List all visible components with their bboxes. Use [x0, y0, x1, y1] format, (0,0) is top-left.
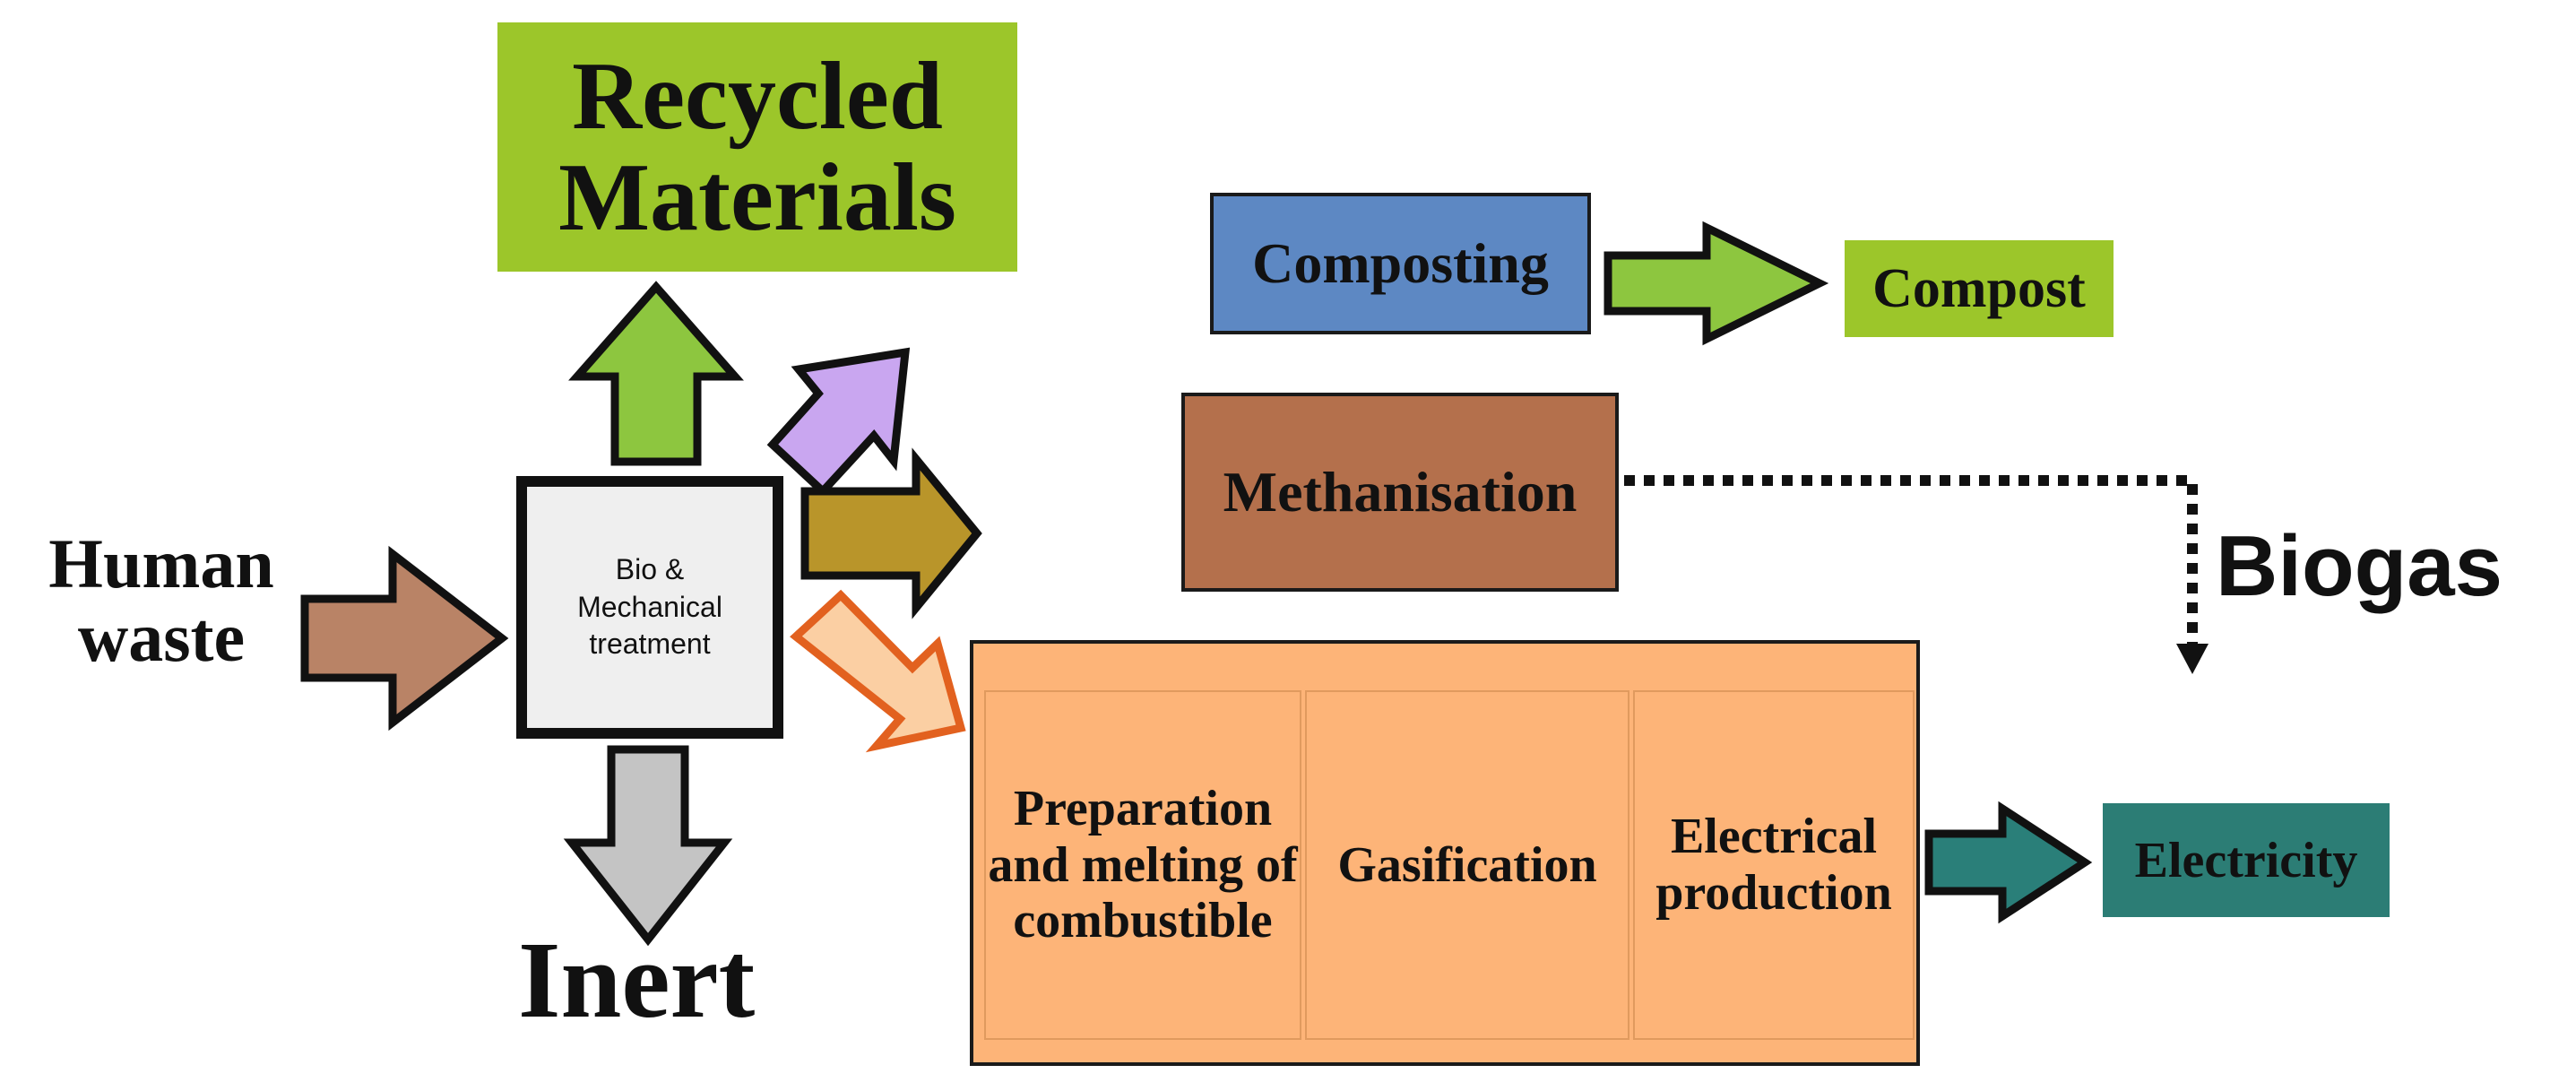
stage-label: Gasification — [1337, 836, 1597, 893]
treatment-label-line-2: Mechanical — [577, 590, 722, 623]
treatment-label-line-3: treatment — [589, 628, 711, 661]
stage-gasification: Gasification — [1305, 690, 1629, 1040]
biogas-label: Biogas — [2216, 518, 2503, 614]
arrow-composting-to-compost — [1604, 221, 1829, 346]
treatment-box: Bio & Mechanical treatment — [516, 476, 783, 739]
methanisation-label: Methanisation — [1223, 460, 1578, 524]
arrow-to-inert — [563, 745, 733, 947]
methanisation-box: Methanisation — [1181, 393, 1619, 592]
arrow-to-recycled — [568, 281, 744, 466]
arrow-process-to-electricity — [1924, 801, 2093, 924]
arrow-to-methanisation — [800, 447, 982, 619]
arrow-waste-to-treatment — [300, 545, 509, 732]
composting-box: Composting — [1210, 193, 1591, 334]
compost-label: Compost — [1872, 257, 2086, 319]
recycled-materials-box: Recycled Materials — [497, 22, 1017, 272]
biogas-dotted-connector — [1624, 475, 2198, 645]
electricity-box: Electricity — [2103, 803, 2390, 917]
stage-electrical-production: Electrical production — [1633, 690, 1915, 1040]
recycled-materials-label: Recycled Materials — [558, 42, 956, 251]
arrow-to-process-panel — [790, 589, 966, 753]
human-waste-label: Human waste — [27, 527, 296, 674]
arrow-to-composting — [766, 347, 911, 498]
electricity-label: Electricity — [2134, 832, 2358, 888]
stage-label: Preparation and melting of combustible — [988, 780, 1298, 949]
treatment-label-line-1: Bio & — [615, 553, 685, 586]
stage-label: Electrical production — [1655, 809, 1892, 921]
stage-preparation-melting: Preparation and melting of combustible — [984, 690, 1301, 1040]
composting-label: Composting — [1252, 231, 1549, 295]
compost-box: Compost — [1845, 240, 2114, 337]
human-waste-text: Human waste — [48, 524, 274, 676]
inert-label: Inert — [518, 920, 756, 1041]
biogas-arrowhead — [2176, 644, 2209, 674]
treatment-label: Bio & Mechanical treatment — [577, 551, 722, 663]
thermal-process-panel: Preparation and melting of combustible G… — [970, 640, 1920, 1066]
